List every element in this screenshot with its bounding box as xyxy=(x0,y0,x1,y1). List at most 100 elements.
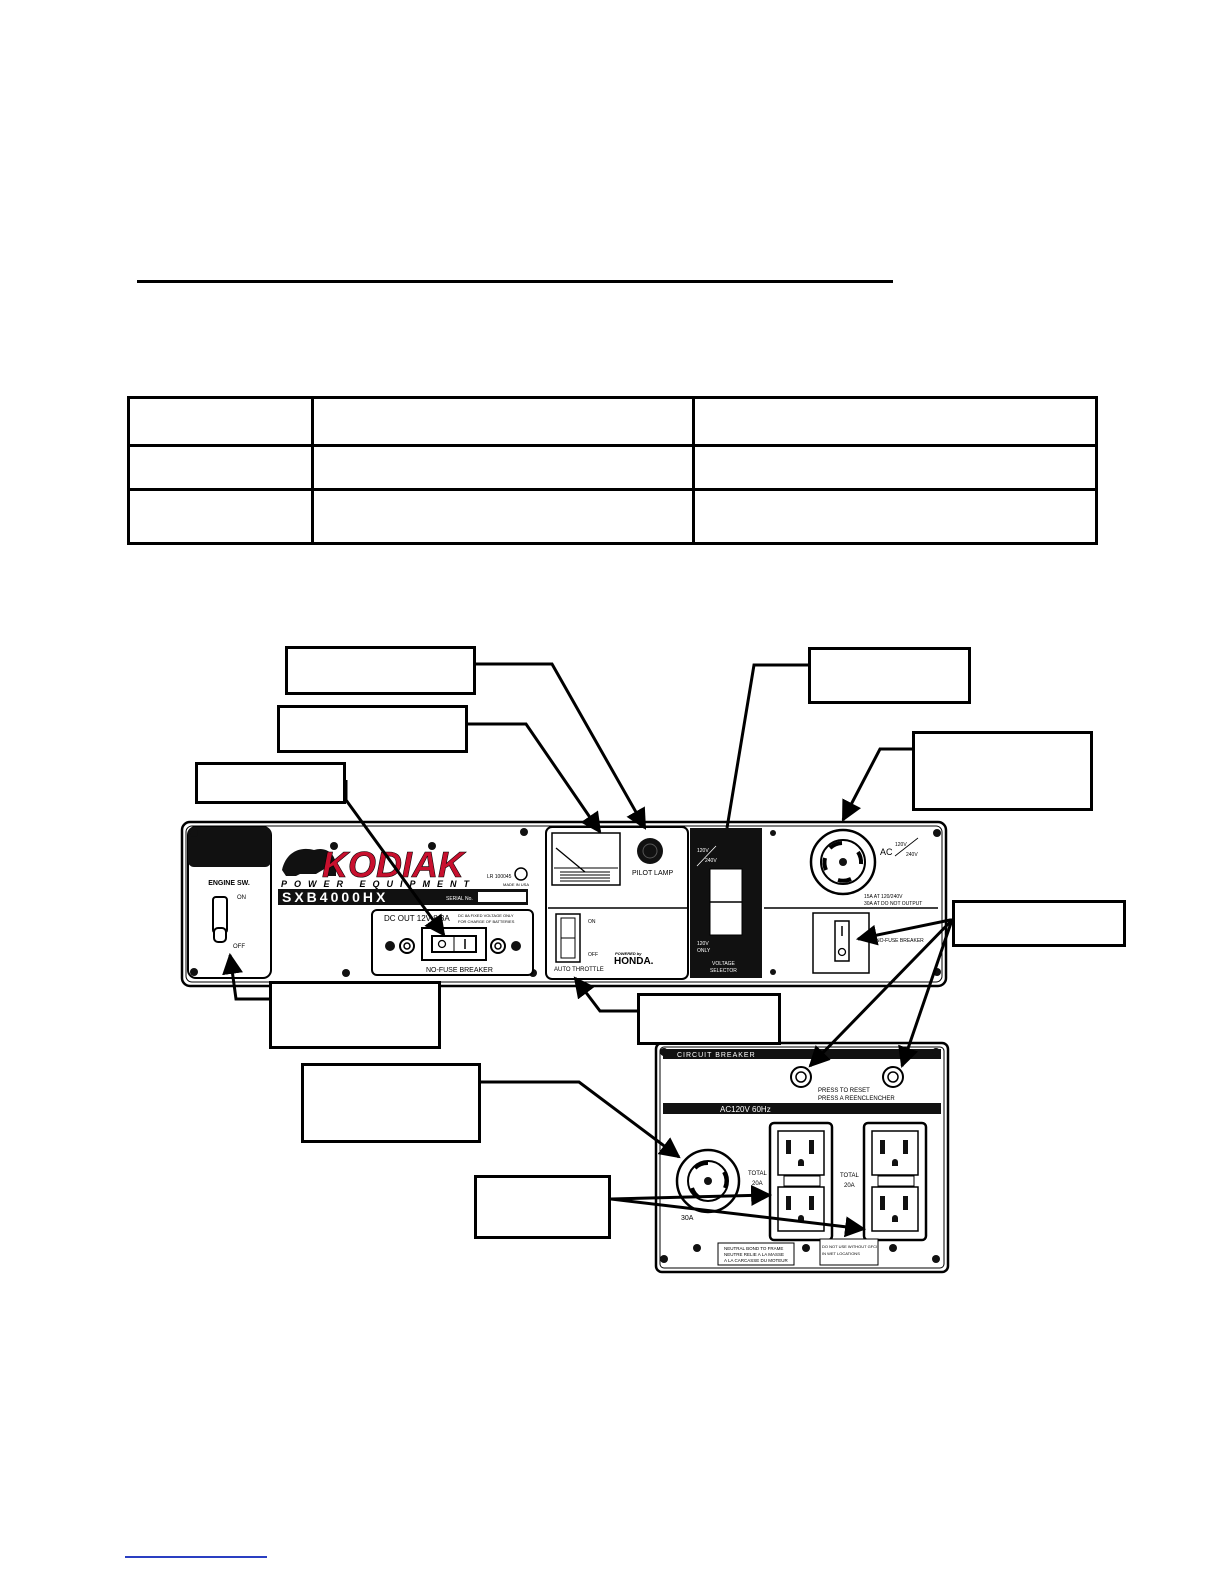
callout-box xyxy=(195,762,346,804)
spec-table xyxy=(127,396,1098,545)
table-cell xyxy=(692,396,1098,447)
bond-note-1: NEUTRAL BOND TO FRAME xyxy=(724,1246,783,1251)
voltage-selector-panel: 120V 240V 120V ONLY VOLTAGE SELECTOR xyxy=(690,828,762,978)
leader-ac-outlet xyxy=(841,747,912,822)
powered-by-label: POWERED by xyxy=(615,951,642,956)
bond-note-2: NEUTRE RELIE A LA MASSE xyxy=(724,1252,784,1257)
callout-box xyxy=(637,993,781,1045)
engine-switch-lever[interactable] xyxy=(213,927,227,943)
vs-top-label: 120V xyxy=(697,848,709,854)
dc-note-2: FOR CHARGE OF BATTERIES xyxy=(458,919,515,924)
lower-panel-screws xyxy=(660,1048,940,1263)
total-label-1: TOTAL xyxy=(748,1171,767,1177)
dc-note-1: DC 8A FIXED VOLTAGE ONLY xyxy=(458,913,514,918)
vs-bottom-label-2: ONLY xyxy=(697,948,711,954)
auto-throttle-on: ON xyxy=(588,919,596,925)
leader-dc-breaker xyxy=(344,780,446,937)
engine-switch-panel: ENGINE SW. ON OFF xyxy=(187,826,272,979)
table-cell xyxy=(692,488,1098,545)
leader-voltage-selector xyxy=(725,663,808,829)
ac-v2: 240V xyxy=(906,852,918,858)
engine-on-label: ON xyxy=(237,895,246,901)
serial-field xyxy=(478,892,526,902)
duplex-outlet-1: TOTAL 20A xyxy=(748,1121,834,1242)
ac-note-1: 15A AT 120/240V xyxy=(864,894,903,900)
duplex-outlet-2: TOTAL 20A xyxy=(840,1121,928,1242)
table-cell xyxy=(311,444,695,491)
warning-note-2: IN WET LOCATIONS xyxy=(822,1251,860,1256)
table-cell xyxy=(311,488,695,545)
engine-off-label: OFF xyxy=(233,944,245,950)
ac-v1: 120V xyxy=(895,842,907,848)
dc-output-panel: DC OUT 12V 8.3A DC 8A FIXED VOLTAGE ONLY… xyxy=(371,909,534,976)
kodiak-logo: KODIAK POWER EQUIPMENT xyxy=(281,844,476,889)
callout-box xyxy=(474,1175,611,1239)
certification-icon xyxy=(514,867,528,881)
leader-meter xyxy=(468,722,602,834)
table-cell xyxy=(127,396,314,447)
leader-duplex-1 xyxy=(610,1184,773,1206)
honda-logo: HONDA. xyxy=(614,956,654,967)
model-plate xyxy=(278,889,528,905)
vs-bottom-label: 120V xyxy=(697,941,709,947)
leader-reset-1 xyxy=(808,918,954,1068)
callout-box xyxy=(277,705,468,753)
callout-box xyxy=(952,900,1126,947)
plus-icon xyxy=(511,941,521,951)
bear-icon xyxy=(282,848,336,876)
press-reset-2: PRESS A REENCLENCHER xyxy=(818,1096,895,1102)
callout-box xyxy=(285,646,476,695)
pilot-lamp-label: PILOT LAMP xyxy=(632,870,673,877)
engine-switch-label: ENGINE SW. xyxy=(208,880,250,887)
callout-box xyxy=(912,731,1093,811)
press-reset-1: PRESS TO RESET xyxy=(818,1088,870,1094)
warning-note-1: DO NOT USE WITHOUT GFCI xyxy=(822,1244,877,1249)
table-cell xyxy=(127,444,314,491)
minus-icon xyxy=(385,941,395,951)
table-row xyxy=(127,444,1098,491)
vs-title-2: SELECTOR xyxy=(710,968,737,974)
gfci-receptacle-top[interactable] xyxy=(777,1130,825,1176)
output-meter xyxy=(551,832,621,886)
model-name: SXB4000HX xyxy=(282,889,388,905)
table-cell xyxy=(127,488,314,545)
callout-box xyxy=(301,1063,481,1143)
lower-outlet-panel: CIRCUIT BREAKER PRESS TO RESET PRESS A R… xyxy=(654,1041,950,1274)
leader-pilot-lamp xyxy=(476,662,647,830)
circuit-breaker-label: CIRCUIT BREAKER xyxy=(677,1052,756,1059)
bond-note-3: A LA CARCASSE DU MOTEUR xyxy=(724,1258,789,1263)
callout-box xyxy=(808,647,971,704)
leader-twist-lock xyxy=(481,1080,681,1159)
upper-control-panel: ENGINE SW. ON OFF KODIAK POWER EQUIPMENT… xyxy=(180,820,948,988)
total-label-2: TOTAL xyxy=(840,1173,859,1179)
ac-outlet-panel: AC 120V 240V 15A AT 120/240V 30A AT DO N… xyxy=(764,828,938,974)
callout-leaders xyxy=(222,662,954,1238)
auto-throttle-label: AUTO THROTTLE xyxy=(554,967,604,973)
auto-throttle-off: OFF xyxy=(588,952,598,958)
serial-label: SERIAL No. xyxy=(446,896,473,902)
total-amps-2: 20A xyxy=(844,1183,855,1189)
ac-label: AC xyxy=(880,847,893,857)
listing-label: LR 100045 xyxy=(487,874,512,880)
center-module: PILOT LAMP ON OFF AUTO THROTTLE POWERED … xyxy=(545,826,689,980)
gfci-receptacle-top[interactable] xyxy=(871,1130,919,1176)
callout-box xyxy=(269,981,441,1049)
footer-link-underline[interactable] xyxy=(125,1556,267,1558)
panel-screws xyxy=(190,828,941,977)
table-cell xyxy=(692,444,1098,491)
no-fuse-breaker-label: NO-FUSE BREAKER xyxy=(876,938,924,944)
ac-120v-label: AC120V 60Hz xyxy=(720,1105,771,1114)
table-cell xyxy=(311,396,695,447)
dc-breaker-label: NO-FUSE BREAKER xyxy=(426,967,493,974)
leader-reset-2 xyxy=(898,919,954,1068)
dc-out-label: DC OUT 12V 8.3A xyxy=(384,914,450,923)
total-amps-1: 20A xyxy=(752,1181,763,1187)
section-rule xyxy=(137,280,893,283)
leader-duplex-2 xyxy=(610,1197,867,1238)
leader-engine-switch xyxy=(222,952,269,1001)
brand-subtitle: POWER EQUIPMENT xyxy=(281,879,476,889)
gfci-receptacle-bottom[interactable] xyxy=(871,1186,919,1232)
vs-top-label-2: 240V xyxy=(705,858,717,864)
table-row xyxy=(127,396,1098,447)
